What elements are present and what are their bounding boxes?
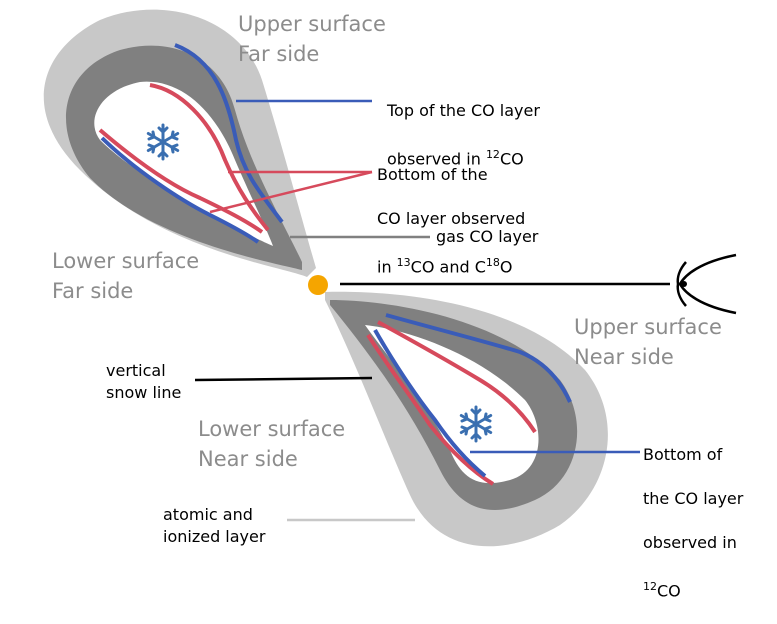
label-upper-near: Upper surface Near side xyxy=(574,315,722,369)
far-top-co-12-line xyxy=(174,43,284,224)
leader-snow-line xyxy=(194,376,373,382)
far-bottom-co-13-line-lower xyxy=(98,128,264,234)
near-bottom-co-12-line xyxy=(373,329,487,478)
label-gas-co-layer: gas CO layer xyxy=(436,227,539,246)
label-lower-far: Lower surface Far side xyxy=(52,249,200,303)
label-upper-far: Upper surface Far side xyxy=(238,12,386,66)
observer-eye-icon xyxy=(676,253,737,315)
far-bottom-co-13-line-upper xyxy=(149,83,270,232)
near-bottom-co-13-line-upper xyxy=(377,320,537,434)
near-cold-midplane xyxy=(365,325,539,484)
snowflake-icon xyxy=(459,405,493,443)
leader-bottom-co-13-b xyxy=(209,170,373,214)
label-bottom-co-12: Bottom of the CO layer observed in 12CO xyxy=(643,445,744,601)
disk-diagram xyxy=(43,9,737,547)
label-lower-near: Lower surface Near side xyxy=(198,417,346,471)
far-cold-midplane xyxy=(94,81,273,246)
label-bottom-co-13-18: Bottom of the CO layer observed in 13CO … xyxy=(377,165,526,277)
central-star-icon xyxy=(308,275,328,295)
near-top-co-12-line xyxy=(385,313,572,403)
label-atomic-ionized: atomic and ionized layer xyxy=(163,505,266,546)
near-bottom-co-13-line-lower xyxy=(366,333,495,486)
far-bottom-co-12-line xyxy=(100,136,260,244)
snowflake-icon xyxy=(146,123,180,161)
label-vertical-snow-line: vertical snow line xyxy=(106,361,182,402)
label-top-co-12: Top of the CO layer observed in 12CO xyxy=(387,101,540,169)
